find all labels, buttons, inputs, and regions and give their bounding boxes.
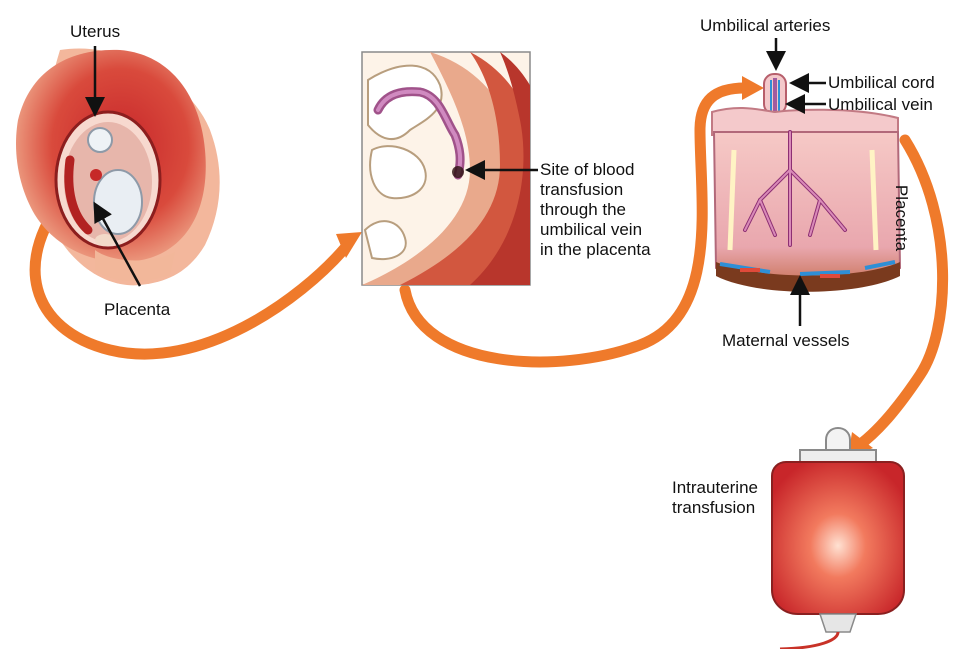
label-intrauterine-transfusion: Intrauterine transfusion	[672, 478, 782, 518]
label-umbilical-arteries: Umbilical arteries	[700, 16, 830, 36]
label-uterus: Uterus	[70, 22, 120, 42]
label-umbilical-vein: Umbilical vein	[828, 95, 933, 115]
label-placenta-vertical: Placenta	[891, 185, 911, 251]
site-line-4: umbilical vein	[540, 220, 690, 240]
label-umbilical-cord: Umbilical cord	[828, 73, 935, 93]
label-maternal-vessels: Maternal vessels	[722, 331, 850, 351]
intrauterine-line-1: Intrauterine	[672, 478, 782, 498]
site-line-3: through the	[540, 200, 690, 220]
label-site-of-transfusion: Site of blood transfusion through the um…	[540, 160, 690, 260]
pregnant-abdomen-illustration	[16, 48, 220, 285]
closeup-box	[362, 52, 554, 285]
site-line-1: Site of blood	[540, 160, 690, 180]
intrauterine-line-2: transfusion	[672, 498, 782, 518]
label-placenta-left: Placenta	[104, 300, 170, 320]
site-line-5: in the placenta	[540, 240, 690, 260]
blood-bag	[772, 428, 904, 649]
site-line-2: transfusion	[540, 180, 690, 200]
